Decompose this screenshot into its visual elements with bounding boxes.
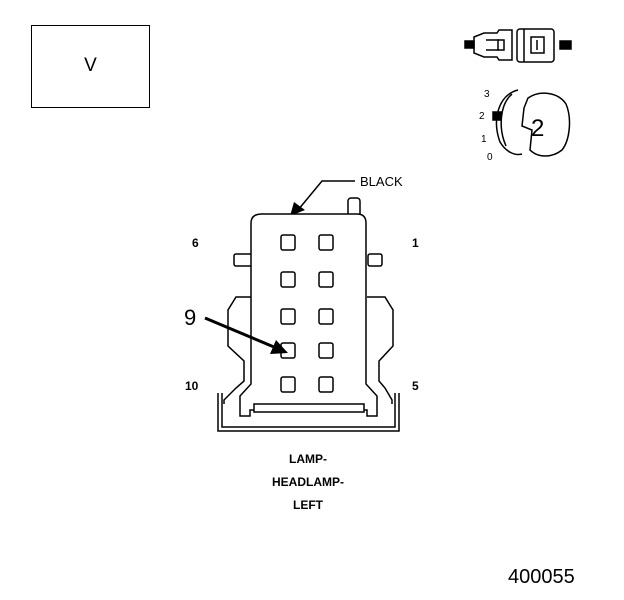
caption-line-3: LEFT — [293, 498, 323, 512]
pin-label-bottom-left: 10 — [185, 379, 199, 393]
view-box-label: V — [84, 55, 97, 76]
connector-bracket — [217, 393, 400, 432]
pin-label-bottom-right: 5 — [412, 379, 419, 393]
cavity-4 — [318, 271, 334, 288]
pin-label-top-left: 6 — [192, 236, 199, 250]
cavity-9 — [280, 376, 296, 393]
pin-cavities — [280, 234, 334, 393]
position-label-2: 2 — [479, 111, 485, 122]
cavity-1 — [280, 234, 296, 251]
connector-side-latches — [223, 296, 394, 404]
pin9-callout-arrow — [204, 316, 288, 354]
connector-body — [233, 197, 383, 417]
diagram-id: 400055 — [508, 566, 575, 588]
cavity-6 — [318, 308, 334, 325]
view-box: V — [31, 25, 150, 108]
black-leader-arrow — [290, 180, 355, 216]
caption-line-1: LAMP- — [289, 452, 327, 466]
caption-line-2: HEADLAMP- — [272, 475, 344, 489]
cavity-3 — [280, 271, 296, 288]
inset-position-icon — [492, 89, 571, 157]
pin-label-top-right: 1 — [412, 236, 419, 250]
position-label-0: 0 — [487, 152, 493, 163]
cavity-5 — [280, 308, 296, 325]
cavity-8 — [318, 342, 334, 359]
connector-color-label: BLACK — [360, 174, 403, 189]
callout-pin-label: 9 — [184, 305, 197, 330]
cavity-2 — [318, 234, 334, 251]
inset-view-number: 2 — [531, 115, 545, 142]
position-label-3: 3 — [484, 89, 490, 100]
inset-connector-icon — [464, 28, 572, 63]
position-label-1: 1 — [481, 134, 487, 145]
cavity-10 — [318, 376, 334, 393]
